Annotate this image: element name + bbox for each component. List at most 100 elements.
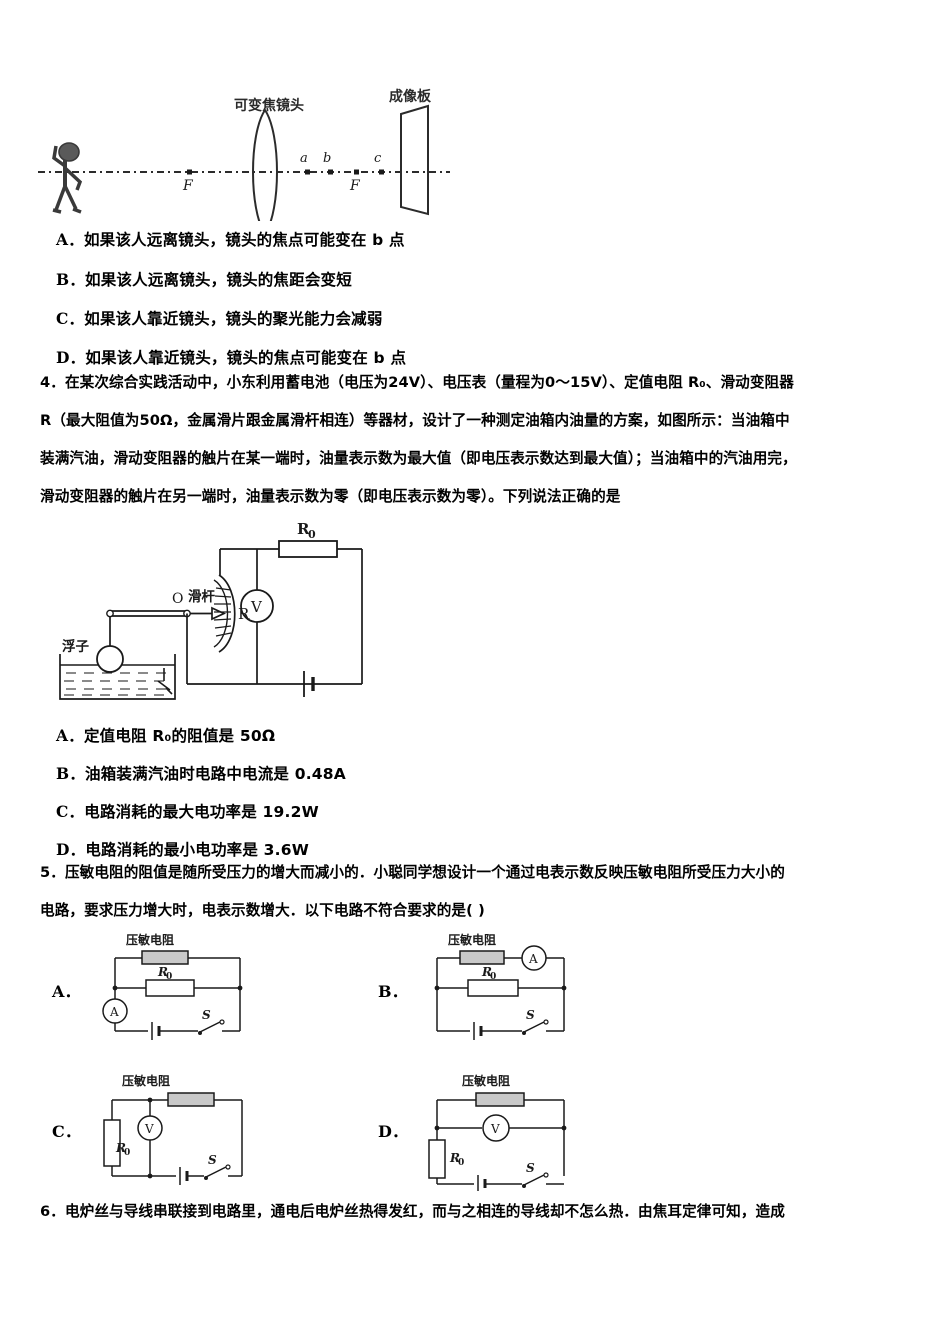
q4-option-b-letter: B bbox=[56, 764, 70, 783]
circuit-option-a[interactable]: 压敏电阻 bbox=[90, 930, 290, 1050]
rheostat-arc-inner bbox=[213, 579, 229, 648]
q3-option-b-text: 如果该人远离镜头，镜头的焦距会变短 bbox=[85, 271, 352, 289]
person-figure bbox=[52, 142, 83, 214]
junction-b-right bbox=[561, 985, 567, 991]
pressure-resistor-label-c: 压敏电阻 bbox=[122, 1073, 170, 1088]
q4-line-3: 装满汽油，滑动变阻器的触片在某一端时，油量表示数为最大值（即电压表示数达到最大值… bbox=[40, 450, 797, 467]
q4-option-a-letter: A bbox=[56, 726, 69, 745]
q5-option-a-letter-block[interactable]: A． bbox=[52, 982, 81, 1001]
circuit-option-c[interactable]: 压敏电阻 bbox=[90, 1072, 290, 1192]
resistor-r0-b bbox=[467, 979, 519, 997]
q5-option-b-letter-block[interactable]: B． bbox=[378, 982, 408, 1001]
q4-option-c-text: 电路消耗的最大电功率是 19.2W bbox=[84, 803, 319, 821]
q3-option-c-letter: C bbox=[56, 309, 69, 328]
q5-option-d-letter-block[interactable]: D． bbox=[378, 1122, 409, 1141]
switch-a-blade bbox=[199, 1021, 221, 1033]
resistor-r0-sublabel-d: 0 bbox=[458, 1158, 464, 1168]
lever-left-joint bbox=[106, 609, 114, 618]
resistor-r0-label-c: R bbox=[115, 1141, 126, 1155]
pivot-label: O bbox=[172, 591, 183, 607]
q4-option-d[interactable]: D．电路消耗的最小电功率是 3.6W bbox=[56, 840, 310, 859]
q3-option-d-letter: D bbox=[56, 348, 70, 367]
rheostat-ticks bbox=[213, 587, 232, 637]
q5-line-1: 5．压敏电阻的阻值是随所受压力的增大而减小的．小聪同学想设计一个通过电表示数反映… bbox=[40, 864, 785, 881]
fixed-resistor-sublabel: 0 bbox=[308, 528, 316, 541]
point-c-marker bbox=[379, 169, 384, 175]
voltmeter-label-d: V bbox=[490, 1122, 500, 1136]
q3-option-a[interactable]: A．如果该人远离镜头，镜头的焦点可能变在 b 点 bbox=[56, 230, 405, 249]
wiper-arrow bbox=[211, 606, 227, 621]
pressure-resistor-label-d: 压敏电阻 bbox=[462, 1073, 510, 1088]
q3-option-d-text: 如果该人靠近镜头，镜头的焦点可能变在 b 点 bbox=[85, 349, 407, 367]
q5-option-a-letter: A bbox=[52, 982, 65, 1001]
ammeter-label-b: A bbox=[528, 952, 538, 966]
resistor-r0-label-a: R bbox=[157, 965, 168, 979]
q4-option-b-text: 油箱装满汽油时电路中电流是 0.48A bbox=[85, 765, 346, 783]
pressure-sensitive-resistor-c bbox=[167, 1092, 215, 1107]
convex-lens bbox=[252, 108, 278, 221]
q4-option-a[interactable]: A．定值电阻 R₀的阻值是 50Ω bbox=[56, 726, 276, 745]
rheostat-arc-outer bbox=[218, 574, 236, 653]
q3-option-d[interactable]: D．如果该人靠近镜头，镜头的焦点可能变在 b 点 bbox=[56, 348, 407, 367]
pressure-sensitive-resistor-d bbox=[475, 1092, 525, 1107]
q5-option-c-letter: C bbox=[52, 1122, 65, 1141]
q3-option-a-letter: A bbox=[56, 230, 69, 249]
focus-point-right bbox=[354, 169, 359, 175]
junction-a-right bbox=[237, 985, 243, 991]
battery-b bbox=[473, 1022, 483, 1040]
switch-d-blade bbox=[523, 1174, 545, 1186]
q3-option-b[interactable]: B．如果该人远离镜头，镜头的焦距会变短 bbox=[56, 270, 352, 289]
fuel-gauge-circuit-diagram: 浮子 O 滑杆 R R 0 V bbox=[42, 518, 412, 718]
pressure-sensitive-resistor-b bbox=[459, 950, 505, 965]
circuit-option-d[interactable]: 压敏电阻 bbox=[412, 1072, 612, 1192]
voltmeter-label-c: V bbox=[144, 1122, 154, 1136]
junction-d-left bbox=[434, 1125, 440, 1131]
pressure-resistor-label-b: 压敏电阻 bbox=[448, 932, 496, 947]
battery-c bbox=[179, 1167, 189, 1185]
q5-option-c-letter-block[interactable]: C． bbox=[52, 1122, 82, 1141]
imaging-screen bbox=[400, 104, 429, 216]
junction-a-left bbox=[112, 985, 118, 991]
switch-c-contact bbox=[225, 1164, 231, 1170]
switch-d-contact bbox=[543, 1172, 549, 1178]
junction-d-right bbox=[561, 1125, 567, 1131]
q3-option-c-text: 如果该人靠近镜头，镜头的聚光能力会减弱 bbox=[84, 310, 383, 328]
tank-nozzle-tip bbox=[165, 687, 173, 695]
switch-label-c: S bbox=[208, 1153, 217, 1167]
fuel-tank bbox=[59, 654, 176, 700]
q4-line-2: R（最大阻值为50Ω，金属滑片跟金属滑杆相连）等器材，设计了一种测定油箱内油量的… bbox=[40, 412, 790, 429]
point-b-label: b bbox=[323, 151, 331, 166]
fixed-resistor-label: R bbox=[297, 520, 310, 538]
switch-c-blade bbox=[205, 1166, 227, 1178]
focus-right-label: F bbox=[349, 178, 361, 194]
q4-option-b[interactable]: B．油箱装满汽油时电路中电流是 0.48A bbox=[56, 764, 346, 783]
fuel-hatching bbox=[64, 672, 166, 696]
switch-b-blade bbox=[523, 1021, 545, 1033]
q4-option-c-letter: C bbox=[56, 802, 69, 821]
q3-option-c[interactable]: C．如果该人靠近镜头，镜头的聚光能力会减弱 bbox=[56, 309, 383, 328]
fixed-resistor-r0 bbox=[278, 540, 338, 558]
q4-option-d-letter: D bbox=[56, 840, 70, 859]
switch-a-contact bbox=[219, 1019, 225, 1025]
q4-option-a-text: 定值电阻 R₀的阻值是 50Ω bbox=[83, 727, 276, 745]
circuit-option-b[interactable]: 压敏电阻 bbox=[412, 930, 612, 1050]
switch-b-contact bbox=[543, 1019, 549, 1025]
battery bbox=[303, 671, 315, 697]
battery-a bbox=[151, 1022, 161, 1040]
switch-label-b: S bbox=[526, 1008, 535, 1022]
rheostat-label: R bbox=[238, 605, 250, 623]
junction-c-bottom bbox=[147, 1173, 153, 1179]
q3-option-b-letter: B bbox=[56, 270, 70, 289]
point-c-label: c bbox=[374, 151, 382, 166]
resistor-r0-label-d: R bbox=[449, 1151, 460, 1165]
junction-b-left bbox=[434, 985, 440, 991]
switch-label-d: S bbox=[526, 1161, 535, 1175]
point-b-marker bbox=[328, 169, 333, 175]
q5-line-2: 电路，要求压力增大时，电表示数增大．以下电路不符合要求的是( ) bbox=[40, 902, 485, 919]
q4-option-c[interactable]: C．电路消耗的最大电功率是 19.2W bbox=[56, 802, 319, 821]
camera-lens-optics-diagram: F 可变焦镜头 a b F c 成像板 bbox=[34, 86, 454, 221]
q4-line-1: 4．在某次综合实践活动中，小东利用蓄电池（电压为24V）、电压表（量程为0～15… bbox=[40, 374, 794, 391]
resistor-r0-sublabel-a: 0 bbox=[166, 972, 172, 982]
switch-label-a: S bbox=[202, 1008, 211, 1022]
